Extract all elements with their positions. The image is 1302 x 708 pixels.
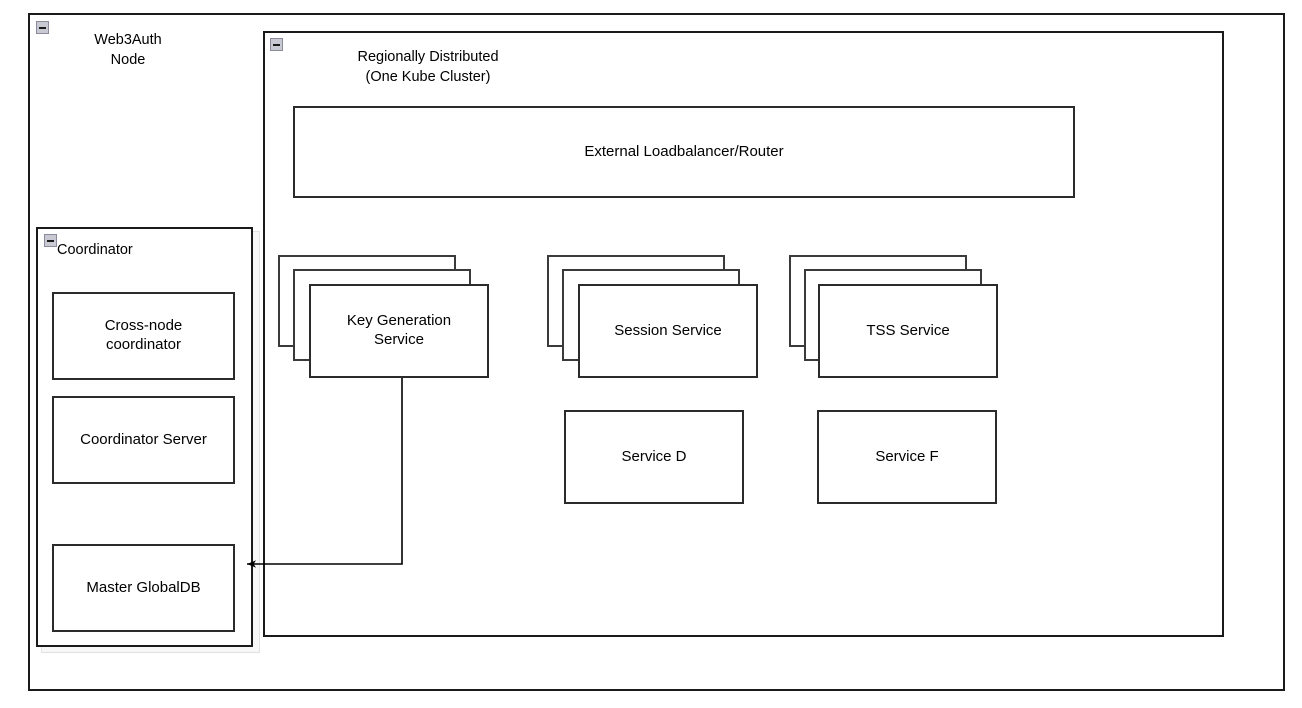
node-master-globaldb[interactable]: Master GlobalDB	[52, 544, 235, 632]
node-service-d[interactable]: Service D	[564, 410, 744, 504]
collapse-minus-icon[interactable]	[270, 38, 283, 51]
container-coordinator-title: Coordinator	[57, 242, 133, 258]
node-coordinator-server[interactable]: Coordinator Server	[52, 396, 235, 484]
node-service-f[interactable]: Service F	[817, 410, 997, 504]
node-external-loadbalancer[interactable]: External Loadbalancer/Router	[293, 106, 1075, 198]
container-web3auth-node-title: Web3Auth Node	[94, 32, 162, 68]
node-key-generation-service[interactable]: Key Generation Service	[309, 284, 489, 378]
node-session-service[interactable]: Session Service	[578, 284, 758, 378]
collapse-minus-icon[interactable]	[36, 21, 49, 34]
node-cross-node-coordinator[interactable]: Cross-node coordinator	[52, 292, 235, 380]
node-tss-service[interactable]: TSS Service	[818, 284, 998, 378]
collapse-minus-icon[interactable]	[44, 234, 57, 247]
container-kube-cluster-title: Regionally Distributed (One Kube Cluster…	[357, 49, 499, 85]
